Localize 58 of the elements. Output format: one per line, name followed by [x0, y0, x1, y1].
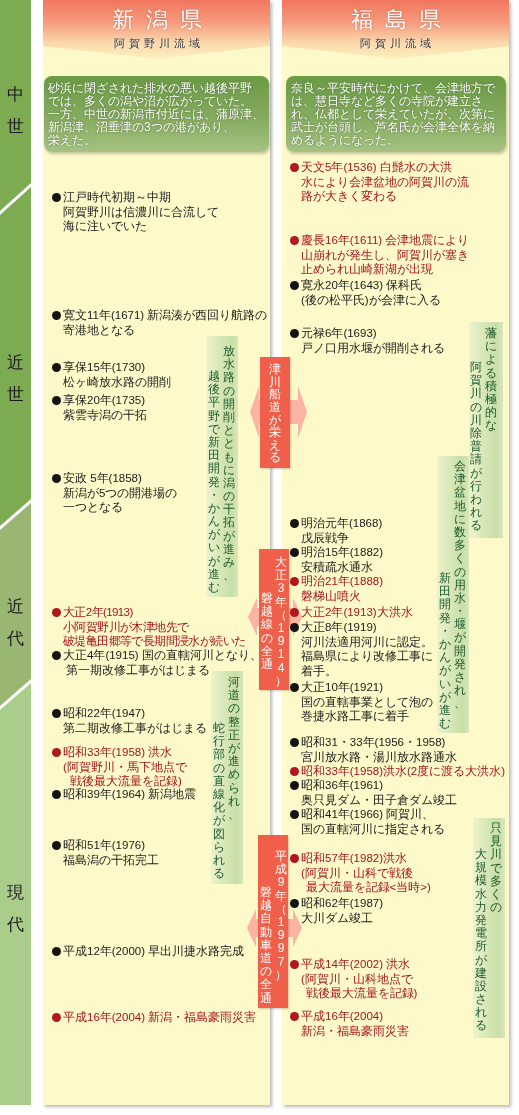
era-label: 現代: [7, 882, 24, 937]
timeline-event: 安政 5年(1858)新潟が5つの開港場の一つとなる: [63, 471, 178, 515]
timeline-event: 昭和22年(1947)第二期改修工事がはじまる: [63, 706, 207, 735]
timeline-event: 大正4年(1915) 国の直轄河川となり、第一期改修工事がはじまる: [63, 649, 262, 676]
timeline-event: 享保20年(1735)紫雲寺潟の干拓: [63, 393, 147, 422]
prefecture-title: 新潟県: [110, 7, 214, 33]
timeline-event: 昭和57年(1982)洪水(阿賀川・山科で戦後最大流量を記録<当時>): [301, 851, 431, 895]
timeline-event: 昭和51年(1976)福島潟の干拓完工: [63, 838, 159, 867]
intro-box: [44, 76, 269, 152]
era-band: [0, 503, 31, 706]
timeline-event: 大正10年(1921)国の直轄事業として泡の巻捷水路工事に着手: [301, 680, 433, 724]
timeline-event: 明治21年(1888)磐梯山噴火: [301, 574, 384, 603]
timeline-event: 昭和33年(1958)洪水(2度に渡る大洪水): [301, 764, 506, 779]
era-label: 近代: [7, 596, 24, 651]
river-basin-subtitle: 阿賀川流域: [359, 36, 435, 50]
timeline-event: 大正2年(1913)小阿賀野川が木津地先で破堤亀田郷等で長期間浸水が続いた: [63, 605, 246, 649]
timeline-event: 寛永20年(1643) 保科氏(後の松平氏)が会津に入る: [301, 278, 441, 307]
era-label: 近世: [7, 352, 24, 407]
timeline-event: 昭和41年(1966) 阿賀川、国の直轄河川に指定される: [301, 807, 445, 836]
timeline-event: 天文5年(1536) 白髭水の大洪水により会津盆地の阿賀川の流路が大きく変わる: [301, 160, 469, 204]
panel-header: [282, 0, 509, 60]
timeline-event: 元禄6年(1693)戸ノ口用水堰が開削される: [301, 326, 445, 355]
event-banner: [259, 549, 289, 690]
intro-text: 砂浜に閉ざされた排水の悪い越後平野では、多くの潟や沼が広がっていた。: [48, 81, 253, 108]
event-banner: [260, 357, 290, 468]
timeline-event: 平成16年(2004) 新潟・福島豪雨災害: [63, 1010, 257, 1025]
timeline-event: 昭和62年(1987)大川ダム竣工: [301, 896, 384, 925]
timeline-event: 平成14年(2002) 洪水(阿賀川・山科地点で戦後最大流量を記録): [301, 957, 418, 1001]
timeline-event: 平成12年(2000) 早出川捷水路完成: [63, 944, 245, 959]
timeline-event: 慶長16年(1611) 会津地震により山崩れが発生し、阿賀川が塞き止められ山崎新湖が出現: [301, 233, 470, 277]
panel-header: [43, 0, 270, 60]
timeline-event: 昭和33年(1958) 洪水(阿賀野川・馬下地点で戦後最大流量を記録): [63, 745, 187, 789]
era-label: 中世: [7, 84, 24, 139]
intro-text: 奈良～平安時代にかけて、会津地方では、慧日寺など多くの寺院が建立され、仏都として栄えていたが、次第に武士が台頭し、芦名氏が会津全体を納めるようになった。: [291, 81, 496, 147]
era-band: [0, 0, 31, 211]
annotation-strip: [206, 336, 238, 597]
annotation-strip: [469, 322, 503, 538]
annotation-text: 放水路の開削とともに潟の干拓が進み、越後平野で新田開発・かんがいが進む: [208, 345, 235, 595]
event-banner: [258, 835, 288, 1008]
timeline-event: 明治15年(1882)安積疏水通水: [301, 545, 384, 574]
timeline-event: 大正2年(1913)大洪水: [301, 605, 413, 620]
timeline-event: 昭和39年(1964) 新潟地震: [63, 788, 197, 802]
timeline-event: 明治元年(1868)戊辰戦争: [301, 516, 383, 545]
river-basin-subtitle: 阿賀野川流域: [112, 36, 204, 50]
era-band: [0, 187, 31, 526]
timeline-event: 寛文11年(1671) 新潟湊が西回り航路の寄港地となる: [63, 308, 268, 337]
timeline-event: 享保15年(1730)松ヶ崎放水路の開削: [63, 360, 171, 389]
era-band: [0, 683, 31, 1105]
banner-text: 津川船道が栄える: [269, 363, 281, 465]
intro-text: 一方、中世の新潟市付近には、蒲原津、新潟津、沼垂津の3つの港があり、栄えた。: [48, 107, 265, 147]
timeline-event: 昭和36年(1961)奥只見ダム・田子倉ダム竣工: [301, 778, 457, 807]
annotation-text: 只見川で多くの大規模水力発電所が建設される: [475, 822, 502, 1033]
prefecture-title: 福島県: [349, 7, 453, 33]
timeline-event: 大正8年(1919)河川法適用河川に認定。福島県により改修工事に着手。: [301, 620, 433, 678]
timeline-event: 昭和31・33年(1956・1958)宮川放水路・湯川放水路通水: [301, 735, 457, 764]
timeline-event: 江戸時代初期～中期阿賀野川は信濃川に合流して海に注いでいた: [63, 190, 219, 234]
intro-box: [286, 76, 506, 152]
timeline-event: 平成16年(2004)新潟・福島豪雨災害: [301, 1009, 409, 1038]
